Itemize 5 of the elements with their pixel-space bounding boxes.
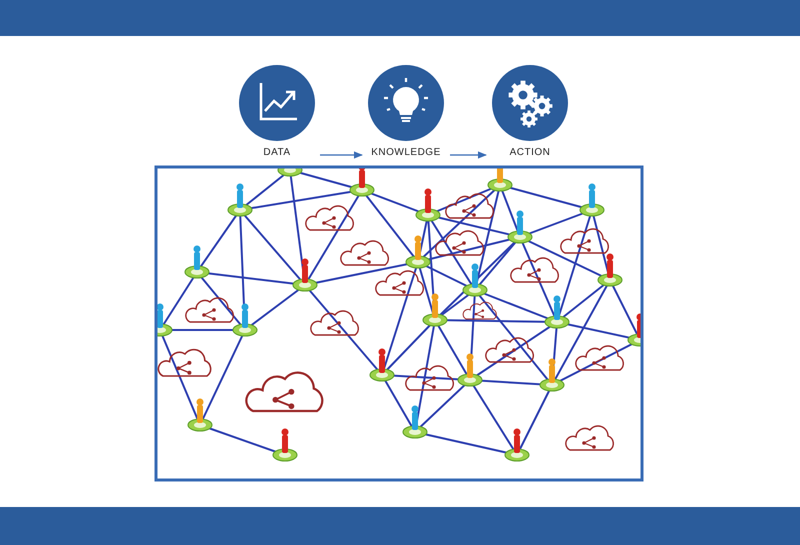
node-label: ACTION (510, 147, 550, 159)
node-label: DATA (263, 147, 291, 159)
arrow (450, 151, 487, 159)
node-label: KNOWLEDGE (371, 147, 441, 159)
arrow (320, 151, 363, 159)
